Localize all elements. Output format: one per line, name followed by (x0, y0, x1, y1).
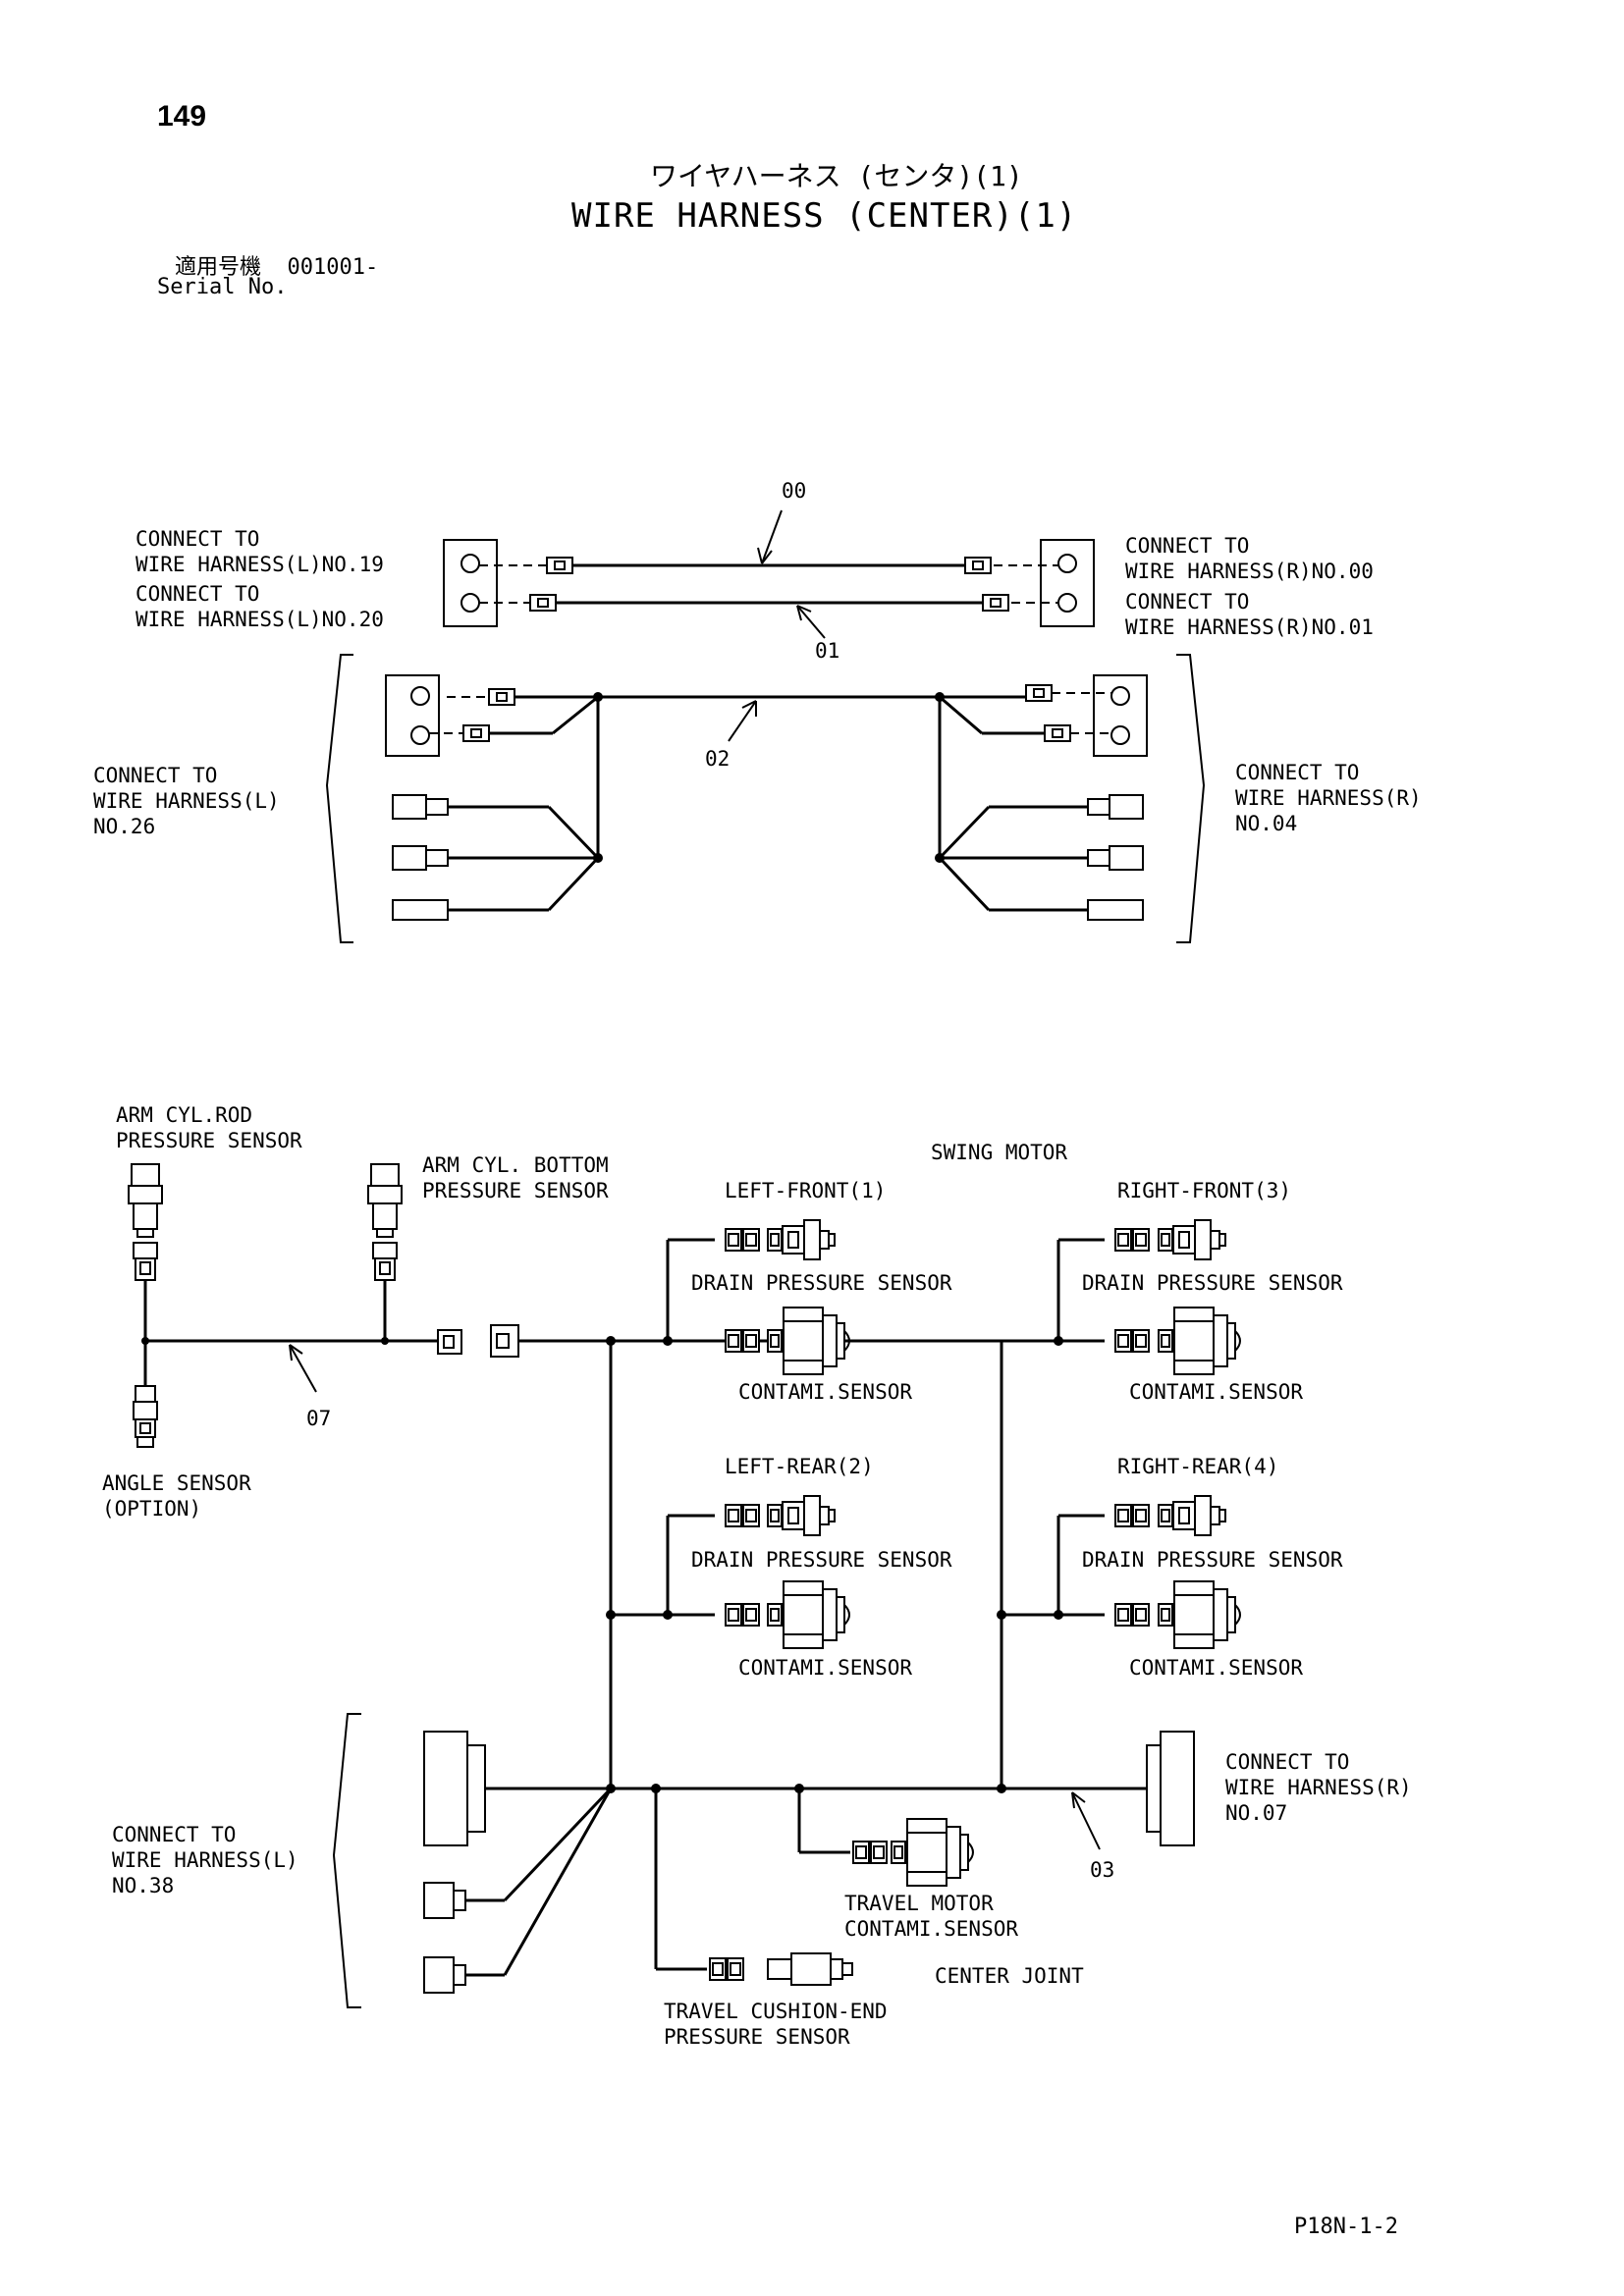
connect-to-r04-line1: CONNECT TO (1235, 761, 1359, 784)
connect-to-l38-line2: WIRE HARNESS(L) (112, 1848, 298, 1872)
connect-to-r01-line2: WIRE HARNESS(R)NO.01 (1125, 615, 1374, 639)
connect-to-r07-line3: NO.07 (1225, 1801, 1287, 1825)
page-reference: P18N-1-2 (1294, 2215, 1398, 2239)
connect-to-r07-line1: CONNECT TO (1225, 1750, 1349, 1774)
drain-sensor-rf-label: DRAIN PRESSURE SENSOR (1082, 1271, 1343, 1295)
connect-to-r04-line2: WIRE HARNESS(R) (1235, 786, 1422, 810)
swing-motor-sensors (606, 1219, 1241, 1789)
arm-bottom-sensor-line1: ARM CYL. BOTTOM (422, 1153, 609, 1177)
swing-motor-label: SWING MOTOR (931, 1141, 1067, 1164)
contami-sensor-rf-label: CONTAMI.SENSOR (1129, 1380, 1303, 1404)
page-title: WIRE HARNESS (CENTER)(1) (571, 196, 1078, 236)
connect-to-l26-line3: NO.26 (93, 815, 155, 838)
harness-02 (325, 654, 1206, 943)
contami-sensor-lf-label: CONTAMI.SENSOR (738, 1380, 912, 1404)
travel-motor-line2: CONTAMI.SENSOR (844, 1917, 1018, 1941)
drain-sensor-rr-label: DRAIN PRESSURE SENSOR (1082, 1548, 1343, 1572)
left-rear-label: LEFT-REAR(2) (725, 1455, 874, 1478)
harness-07 (128, 1163, 1009, 1448)
contami-sensor-lr-label: CONTAMI.SENSOR (738, 1656, 912, 1680)
connect-to-r01-line1: CONNECT TO (1125, 590, 1249, 614)
angle-sensor-line2: (OPTION) (102, 1497, 201, 1521)
part-number-03: 03 (1090, 1858, 1114, 1882)
serial-label: Serial No. (157, 275, 288, 299)
drain-sensor-lr-label: DRAIN PRESSURE SENSOR (691, 1548, 952, 1572)
travel-cushion-line1: TRAVEL CUSHION-END (664, 2000, 888, 2023)
connect-to-l38-line1: CONNECT TO (112, 1823, 236, 1846)
right-rear-label: RIGHT-REAR(4) (1117, 1455, 1278, 1478)
connect-to-l38-line3: NO.38 (112, 1874, 174, 1897)
connect-to-l26-line2: WIRE HARNESS(L) (93, 789, 280, 813)
connect-to-r04-line3: NO.04 (1235, 812, 1297, 835)
harness-03 (332, 1713, 1195, 2008)
page-number: 149 (157, 100, 207, 133)
connect-to-l20-line1: CONNECT TO (135, 582, 259, 606)
arm-rod-sensor-line1: ARM CYL.ROD (116, 1103, 252, 1127)
part-number-07: 07 (306, 1407, 331, 1430)
connect-to-l19-line2: WIRE HARNESS(L)NO.19 (135, 553, 384, 576)
travel-motor-line1: TRAVEL MOTOR (844, 1892, 994, 1915)
harness-00-01 (443, 509, 1095, 639)
arm-rod-sensor-line2: PRESSURE SENSOR (116, 1129, 302, 1152)
drain-sensor-lf-label: DRAIN PRESSURE SENSOR (691, 1271, 952, 1295)
connect-to-l19-line1: CONNECT TO (135, 527, 259, 551)
connect-to-l26-line1: CONNECT TO (93, 764, 217, 787)
center-joint-label: CENTER JOINT (935, 1964, 1084, 1988)
connect-to-r07-line2: WIRE HARNESS(R) (1225, 1776, 1412, 1799)
right-front-label: RIGHT-FRONT(3) (1117, 1179, 1291, 1202)
angle-sensor-line1: ANGLE SENSOR (102, 1471, 251, 1495)
contami-sensor-rr-label: CONTAMI.SENSOR (1129, 1656, 1303, 1680)
serial-label-japanese: 適用号機 001001- (175, 255, 379, 280)
arm-bottom-sensor-line2: PRESSURE SENSOR (422, 1179, 609, 1202)
title-japanese: ワイヤハーネス (センタ)(1) (650, 160, 1023, 192)
travel-cushion-line2: PRESSURE SENSOR (664, 2025, 850, 2049)
part-number-00: 00 (782, 479, 806, 503)
connect-to-l20-line2: WIRE HARNESS(L)NO.20 (135, 608, 384, 631)
left-front-label: LEFT-FRONT(1) (725, 1179, 886, 1202)
connect-to-r00-line2: WIRE HARNESS(R)NO.00 (1125, 560, 1374, 583)
connect-to-r00-line1: CONNECT TO (1125, 534, 1249, 558)
part-number-01: 01 (815, 639, 839, 663)
part-number-02: 02 (705, 747, 730, 771)
